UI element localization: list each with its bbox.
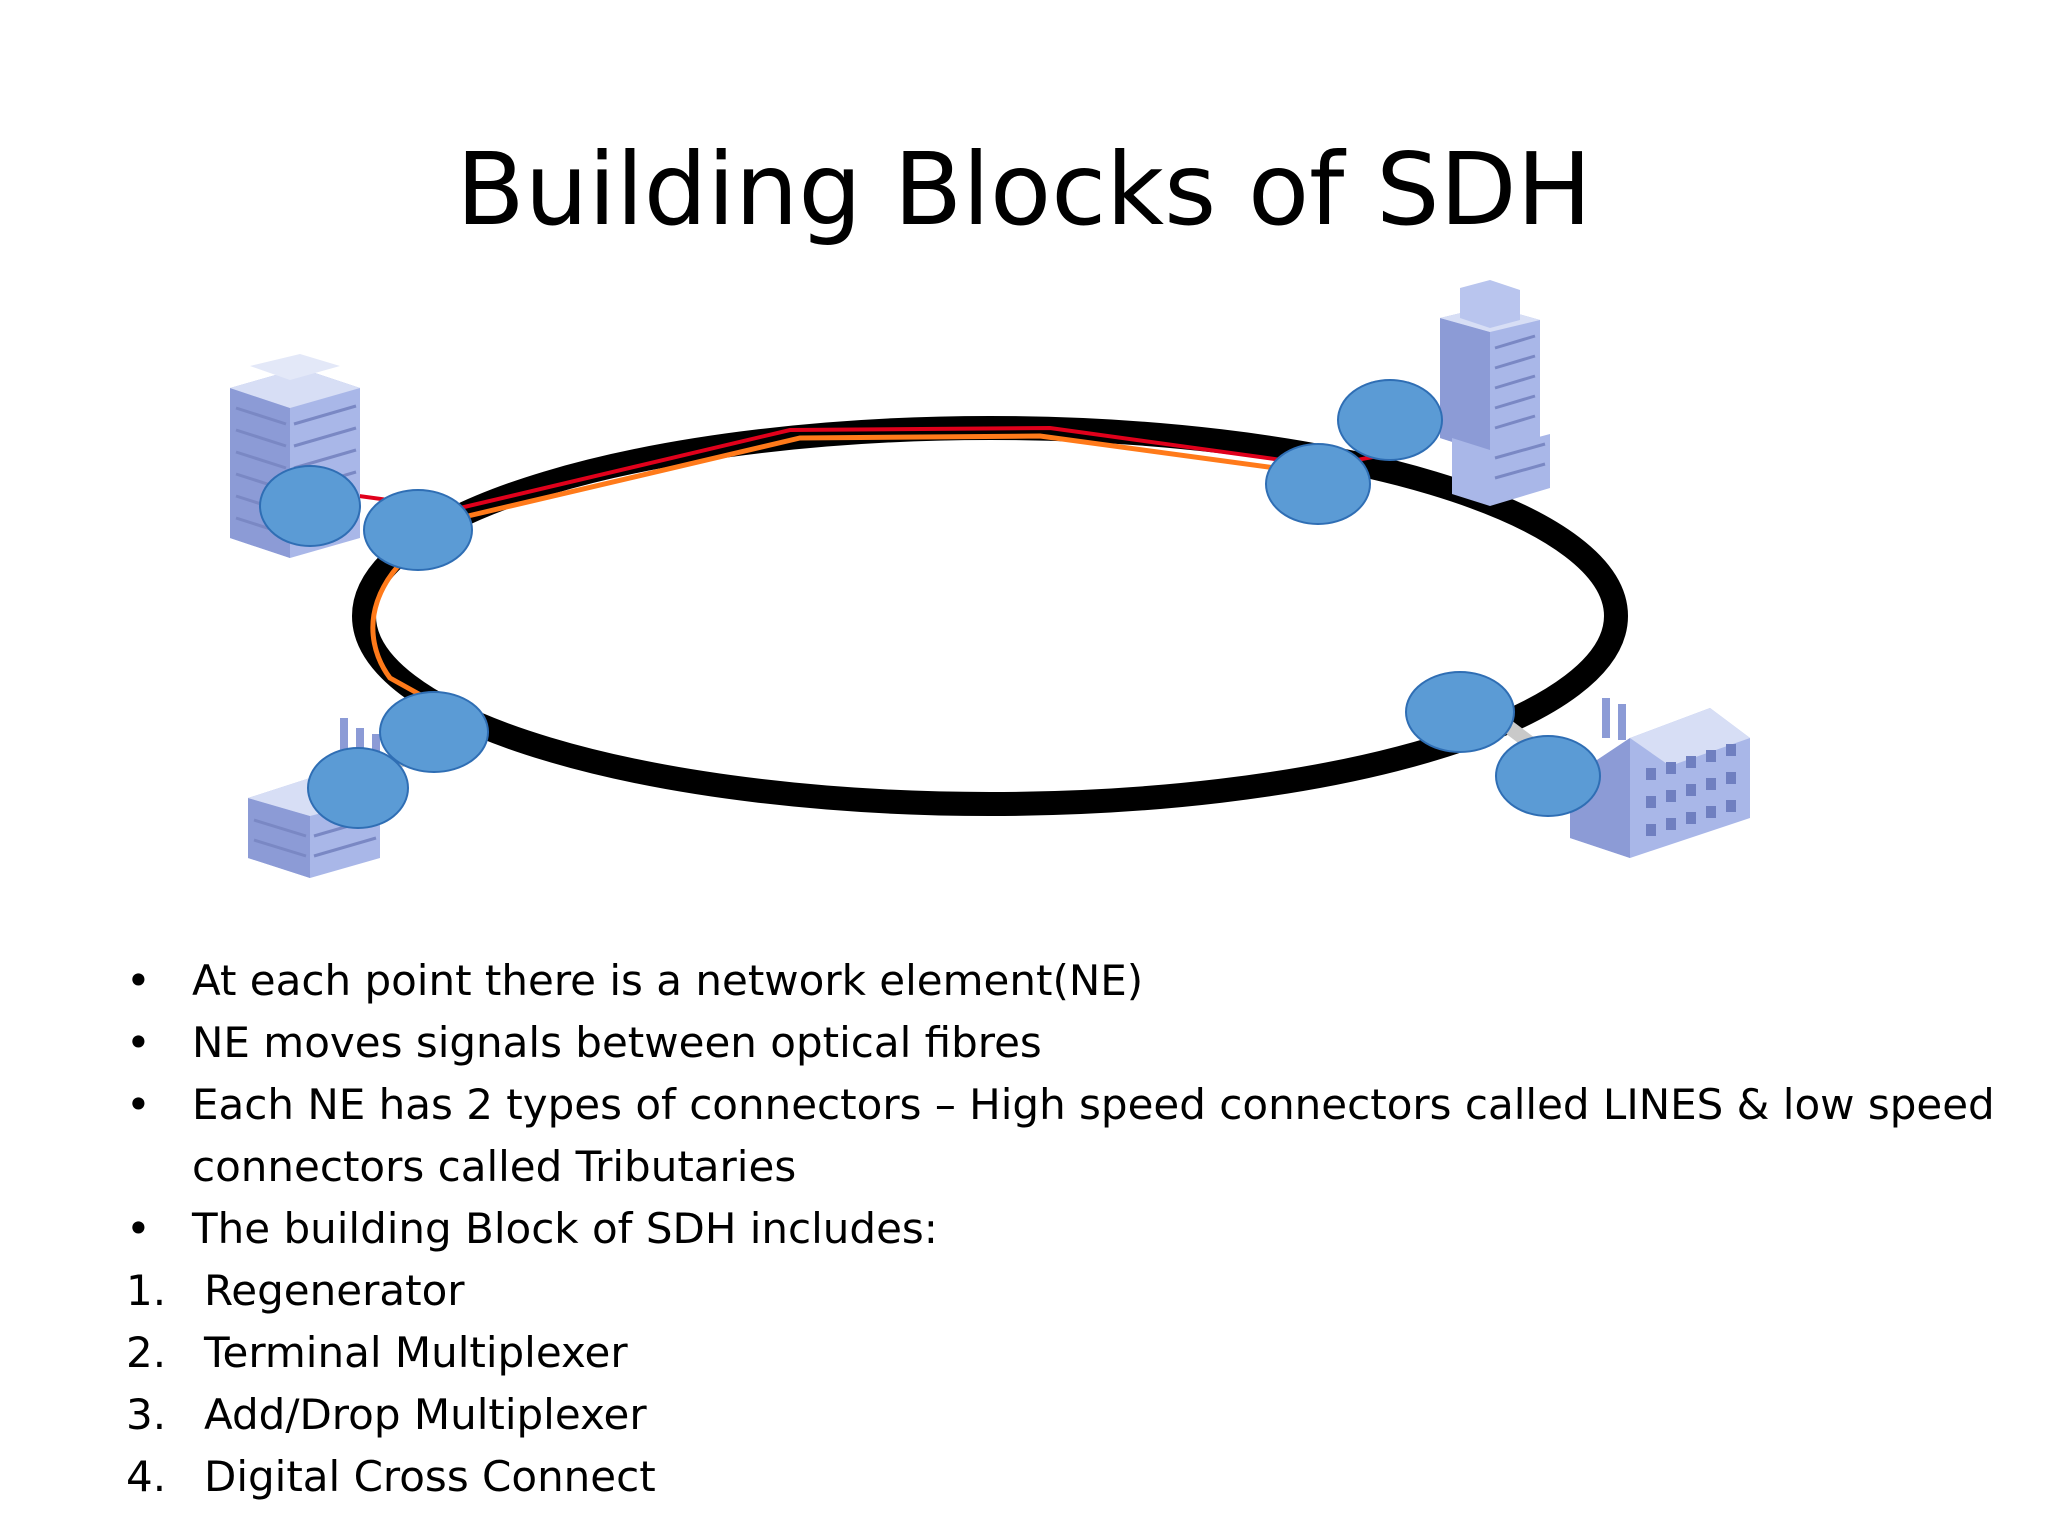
numbered-item: 2. Terminal Multiplexer (0, 1322, 2048, 1384)
bullet-marker: • (126, 1080, 151, 1129)
bullet-text: NE moves signals between optical fibres (192, 1018, 1042, 1067)
network-element-node (1337, 379, 1443, 461)
number-marker: 4. (126, 1452, 167, 1501)
network-element-node (1495, 735, 1601, 817)
bullet-text: connectors called Tributaries (192, 1142, 797, 1191)
skyscraper-icon (1440, 280, 1550, 506)
list-item: • NE moves signals between optical fibre… (0, 1012, 2048, 1074)
network-element-node (379, 691, 489, 773)
slide-title: Building Blocks of SDH (456, 131, 1592, 248)
numbered-text: Digital Cross Connect (204, 1452, 656, 1501)
network-element-node (363, 489, 473, 571)
numbered-text: Terminal Multiplexer (204, 1328, 628, 1377)
numbered-text: Regenerator (204, 1266, 465, 1315)
bullet-text: The building Block of SDH includes: (192, 1204, 938, 1253)
list-item: • At each point there is a network eleme… (0, 950, 2048, 1012)
list-item: • The building Block of SDH includes: (0, 1198, 2048, 1260)
number-marker: 2. (126, 1328, 167, 1377)
network-element-node (1265, 443, 1371, 525)
list-item-continuation: connectors called Tributaries (0, 1136, 2048, 1198)
network-element-node (259, 465, 361, 547)
numbered-item: 3. Add/Drop Multiplexer (0, 1384, 2048, 1446)
numbered-text: Add/Drop Multiplexer (204, 1390, 647, 1439)
list-item: • Each NE has 2 types of connectors – Hi… (0, 1074, 2048, 1136)
sdh-ring-diagram (230, 280, 1750, 878)
network-element-node (307, 747, 409, 829)
number-marker: 3. (126, 1390, 167, 1439)
numbered-item: 4. Digital Cross Connect (0, 1446, 2048, 1508)
signal-path-orange (370, 433, 1321, 721)
bullet-marker: • (126, 1018, 151, 1067)
bullet-marker: • (126, 956, 151, 1005)
bullet-marker: • (126, 1204, 151, 1253)
bullet-text: At each point there is a network element… (192, 956, 1144, 1005)
numbered-item: 1. Regenerator (0, 1260, 2048, 1322)
network-element-node (1405, 671, 1515, 753)
bullet-text: Each NE has 2 types of connectors – High… (192, 1080, 1995, 1129)
bullet-list: • At each point there is a network eleme… (0, 950, 2048, 1508)
number-marker: 1. (126, 1266, 167, 1315)
